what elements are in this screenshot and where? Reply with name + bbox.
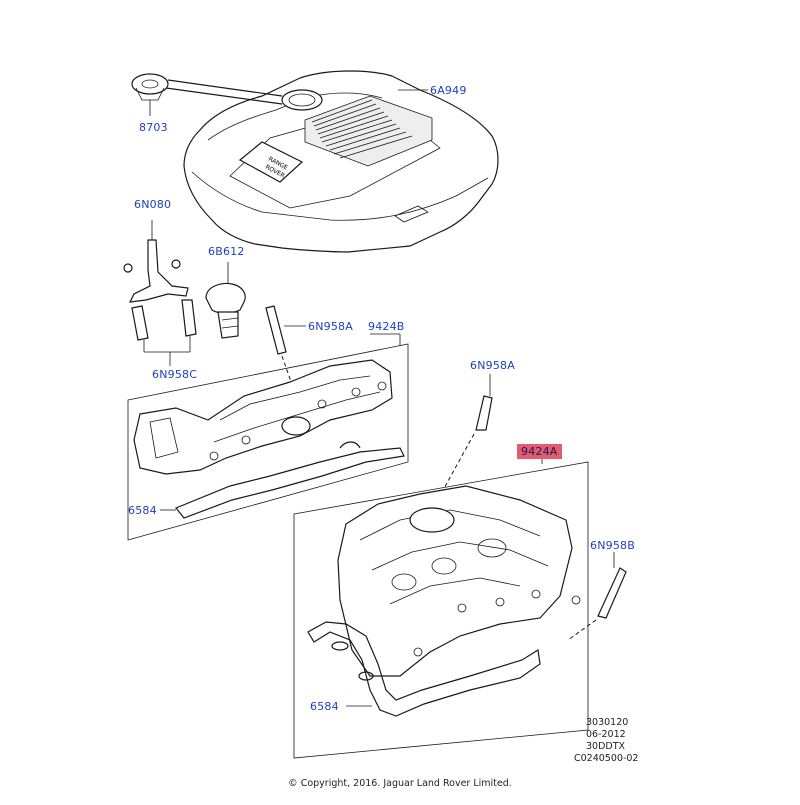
callout-6584-top[interactable]: 6584	[128, 504, 157, 517]
callout-9424A[interactable]: 9424A	[517, 444, 562, 459]
callout-6N958A-right[interactable]: 6N958A	[470, 359, 515, 372]
reference-line-1: 3030120	[586, 717, 629, 728]
copyright-text: © Copyright, 2016. Jaguar Land Rover Lim…	[288, 778, 512, 789]
gasket-6584-bottom[interactable]	[307, 621, 541, 717]
box-9424A	[293, 461, 589, 759]
reference-line-3: 30DDTX	[586, 741, 626, 752]
studs-6N958C[interactable]	[131, 299, 197, 366]
callout-9424B[interactable]: 9424B	[368, 320, 405, 333]
leader-8703	[167, 79, 283, 97]
gasket-6584-top[interactable]	[160, 441, 405, 519]
grommet-8703[interactable]	[131, 73, 169, 101]
callout-6584-bottom[interactable]: 6584	[310, 700, 339, 713]
leader-8703b	[165, 87, 283, 105]
oil-filler-cap-6B612[interactable]	[205, 262, 246, 339]
stud-6N958B[interactable]	[567, 552, 627, 641]
reference-block: 3030120 06-2012 30DDTX C0240500-02	[574, 717, 638, 765]
valve-cover-9424A[interactable]	[337, 485, 581, 677]
stud-6N958A-top[interactable]	[265, 305, 306, 397]
callout-6A949[interactable]: 6A949	[430, 84, 467, 97]
engine-cover[interactable]	[183, 70, 499, 253]
callout-6N080[interactable]: 6N080	[134, 198, 172, 211]
callout-6N958C[interactable]: 6N958C	[152, 368, 198, 381]
callout-6N958B[interactable]: 6N958B	[590, 539, 635, 552]
callout-8703[interactable]: 8703	[139, 121, 168, 134]
callout-6B612[interactable]: 6B612	[208, 245, 245, 258]
reference-line-2: 06-2012	[586, 729, 626, 740]
valve-cover-9424B[interactable]	[133, 359, 393, 475]
callout-6N958A-top[interactable]: 6N958A	[308, 320, 353, 333]
bracket-6N080[interactable]	[123, 220, 189, 303]
box-9424B	[127, 343, 409, 541]
reference-line-4: C0240500-02	[574, 753, 639, 764]
